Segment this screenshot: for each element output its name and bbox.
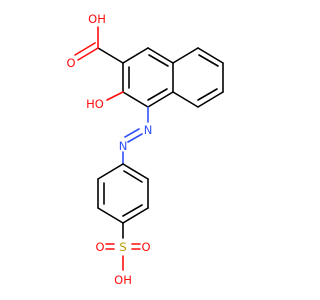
bond-c3-c4a xyxy=(147,47,174,64)
naphthol-ho-label: HO xyxy=(86,97,104,111)
bond-c2a-ho xyxy=(106,91,124,101)
bond-c7-c8-inner xyxy=(197,88,218,101)
azo-n2-label: N xyxy=(119,139,128,153)
bond-c8a-c1-inner xyxy=(147,88,168,101)
bond-p6-p1 xyxy=(97,163,124,180)
bond-c4a-c5 xyxy=(172,47,199,64)
bond-c2-ccooh xyxy=(97,47,124,64)
bond-n1-n2 xyxy=(127,133,143,143)
bond-p3-p4-inner xyxy=(122,204,143,217)
bond-c7-c8 xyxy=(197,91,224,108)
molecule-structure: OH O HO N N S O O OH xyxy=(66,12,224,287)
bond-c2-c3 xyxy=(122,47,149,64)
sulfo-o-left-label: O xyxy=(95,240,104,254)
bond-ccooh-o-double-2 xyxy=(74,42,96,56)
bond-c3-c4a-inner xyxy=(148,54,169,67)
bond-layer xyxy=(74,26,224,271)
sulfo-o-right-label: O xyxy=(141,240,150,254)
bond-c5-c6 xyxy=(197,47,224,64)
bond-n1-n2-double xyxy=(124,128,140,138)
bond-c1-c2a xyxy=(122,91,149,108)
bond-p1-p2 xyxy=(122,163,149,180)
bond-c8-c8a xyxy=(172,91,199,108)
bond-c5-c6-inner xyxy=(198,54,219,67)
cooh-o-label: O xyxy=(66,56,75,70)
sulfur-label: S xyxy=(119,240,126,254)
bond-c8a-c1 xyxy=(147,91,174,108)
bond-p4-p5 xyxy=(97,207,124,224)
bond-p1-p2-inner xyxy=(123,170,143,183)
azo-n1-label: N xyxy=(144,123,153,137)
bond-p3-p4 xyxy=(122,207,149,224)
sulfo-oh-label: OH xyxy=(114,273,132,287)
bond-ccooh-o-double-1 xyxy=(77,47,99,61)
cooh-oh-label: OH xyxy=(88,12,106,26)
atom-label-layer: OH O HO N N S O O OH xyxy=(66,12,152,287)
